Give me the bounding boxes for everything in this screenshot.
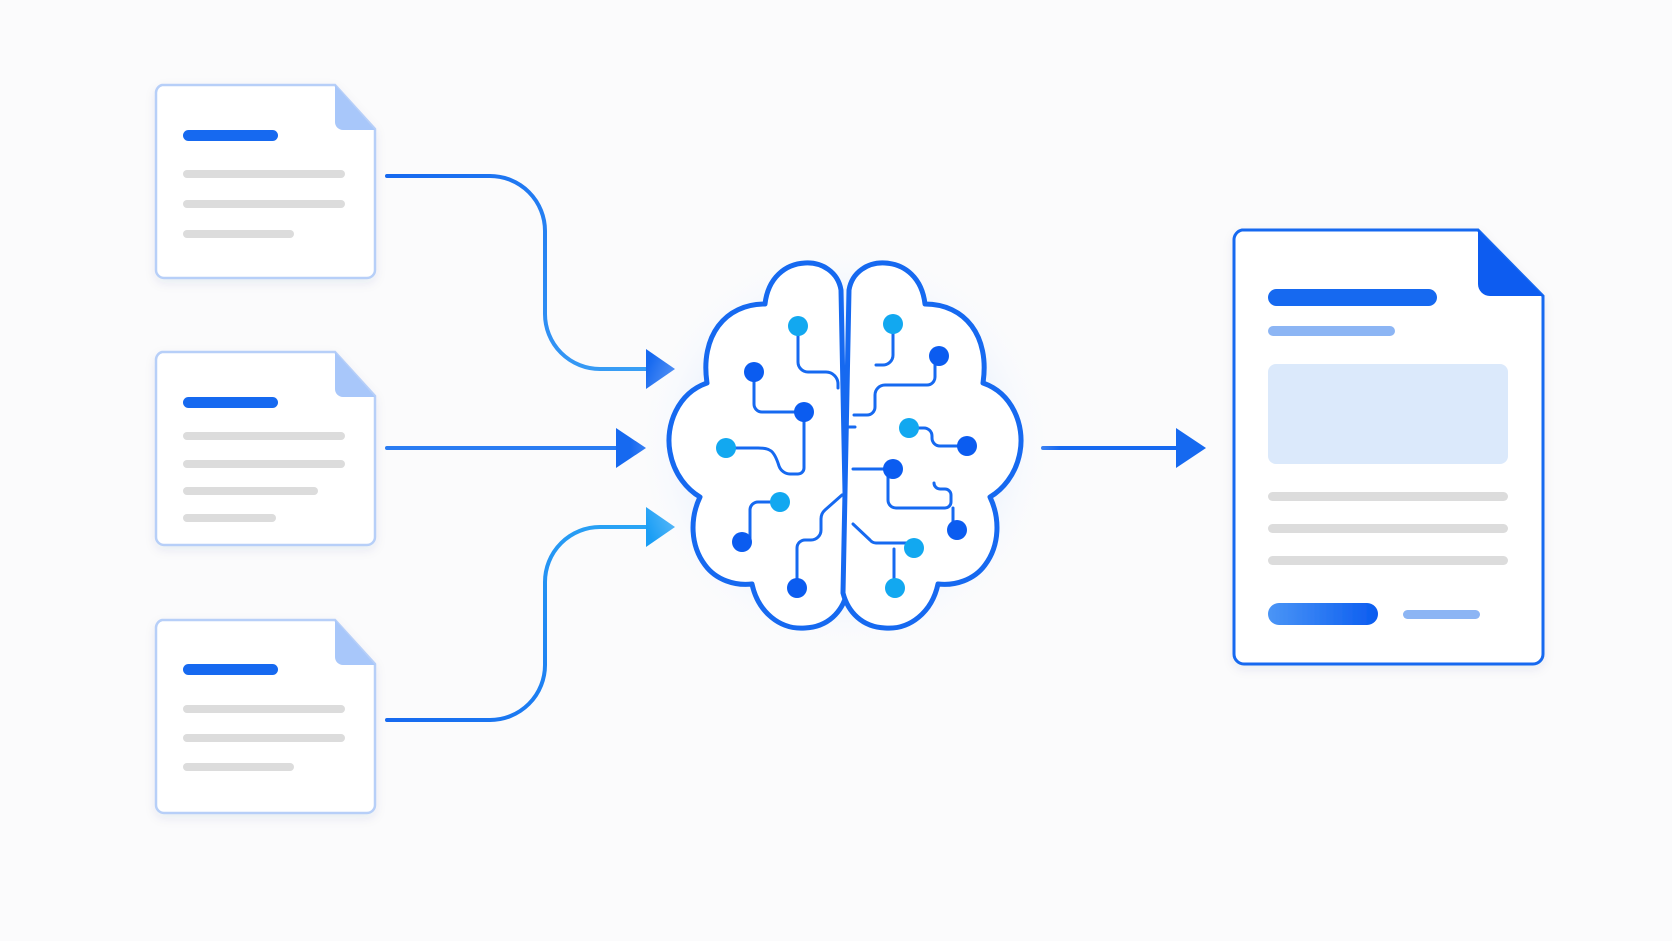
output-document [1232, 228, 1545, 666]
doc-text-line [183, 734, 345, 742]
connector-doc2-to-brain [385, 428, 646, 468]
input-document-2 [154, 350, 377, 547]
page-fold [335, 352, 375, 397]
doc-text-line [183, 514, 276, 522]
circuit-node [716, 438, 736, 458]
doc-text-line [183, 230, 294, 238]
circuit-node [788, 316, 808, 336]
doc-text-line [183, 487, 318, 495]
output-link-line [1403, 610, 1480, 619]
input-document-3 [154, 618, 377, 815]
output-subtitle-line [1268, 326, 1395, 336]
circuit-node [770, 492, 790, 512]
doc-text-line [183, 763, 294, 771]
circuit-node [732, 532, 752, 552]
page-fold [1478, 230, 1543, 296]
circuit-node [883, 314, 903, 334]
connector-brain-to-output [1041, 428, 1206, 468]
arrowhead-icon [1176, 428, 1206, 468]
connector-doc1-to-brain [385, 174, 675, 389]
doc-title-line [183, 130, 278, 141]
output-action-button [1268, 603, 1378, 625]
circuit-node [904, 538, 924, 558]
circuit-node [883, 459, 903, 479]
brain-processor [630, 238, 1060, 658]
circuit-node [929, 346, 949, 366]
page-fold [335, 85, 375, 130]
output-text-line [1268, 524, 1508, 533]
doc-text-line [183, 460, 345, 468]
circuit-node [947, 520, 967, 540]
connector-doc3-to-brain [385, 507, 675, 722]
doc-text-line [183, 705, 345, 713]
output-text-line [1268, 556, 1508, 565]
doc-text-line [183, 170, 345, 178]
circuit-node [885, 578, 905, 598]
circuit-node [794, 402, 814, 422]
circuit-node [899, 418, 919, 438]
output-text-line [1268, 492, 1508, 501]
circuit-traces [725, 323, 962, 587]
circuit-node [787, 578, 807, 598]
doc-text-line [183, 200, 345, 208]
input-document-1 [154, 83, 377, 280]
doc-title-line [183, 664, 278, 675]
circuit-node [957, 436, 977, 456]
page-fold [335, 620, 375, 665]
doc-title-line [183, 397, 278, 408]
doc-text-line [183, 432, 345, 440]
circuit-nodes [716, 314, 977, 598]
circuit-node [744, 362, 764, 382]
output-preview-box [1268, 364, 1508, 464]
brain-circuit-icon [666, 260, 1024, 631]
output-title-line [1268, 289, 1437, 306]
